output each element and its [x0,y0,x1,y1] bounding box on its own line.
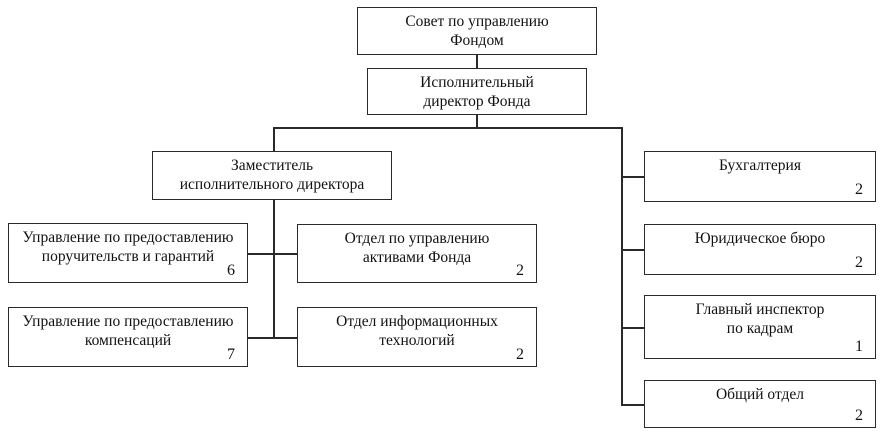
executive-director-box: Исполнительный директор Фонда [367,68,587,115]
compensations-department-box: Управление по предоставлению компенсаций… [8,307,248,367]
unit-title: Юридическое бюро [694,230,826,247]
unit-title: Управление по предоставлению компенсаций [22,313,234,349]
connector-to-deputy [273,127,275,151]
hr-inspector-box: Главный инспектор по кадрам 1 [644,295,876,359]
unit-title: Отдел информационных технологий [336,313,498,349]
staff-count: 2 [516,262,524,279]
connector-exec-down [476,115,478,127]
connector-board-to-exec [476,55,478,68]
connector-right-trunk [621,127,623,404]
connector-right-3 [621,327,644,329]
staff-count: 2 [855,181,863,198]
connector-deputy-row2 [248,337,297,339]
staff-count: 2 [855,407,863,424]
executive-director-title: Исполнительный директор Фонда [420,74,534,110]
connector-right-1 [621,176,644,178]
deputy-director-title: Заместитель исполнительного директора [179,157,365,193]
board-box: Совет по управлению Фондом [357,7,597,55]
deputy-director-box: Заместитель исполнительного директора [152,151,392,200]
connector-deputy-trunk [273,200,275,337]
asset-management-box: Отдел по управлению активами Фонда 2 [297,224,537,283]
board-title: Совет по управлению Фондом [405,13,549,49]
it-department-box: Отдел информационных технологий 2 [297,307,537,367]
guarantees-department-box: Управление по предоставлению поручительс… [8,223,248,283]
unit-title: Отдел по управлению активами Фонда [344,230,490,266]
connector-deputy-row1 [248,253,297,255]
staff-count: 6 [227,262,235,279]
accounting-box: Бухгалтерия 2 [644,151,876,202]
staff-count: 1 [855,338,863,355]
legal-bureau-box: Юридическое бюро 2 [644,224,876,275]
staff-count: 7 [227,346,235,363]
connector-right-2 [621,249,644,251]
general-department-box: Общий отдел 2 [644,380,876,428]
unit-title: Бухгалтерия [719,157,801,174]
staff-count: 2 [516,346,524,363]
connector-main-horizontal [273,127,622,129]
unit-title: Общий отдел [715,386,805,403]
connector-right-4 [621,404,644,406]
unit-title: Управление по предоставлению поручительс… [22,229,234,265]
staff-count: 2 [855,254,863,271]
unit-title: Главный инспектор по кадрам [695,301,825,337]
